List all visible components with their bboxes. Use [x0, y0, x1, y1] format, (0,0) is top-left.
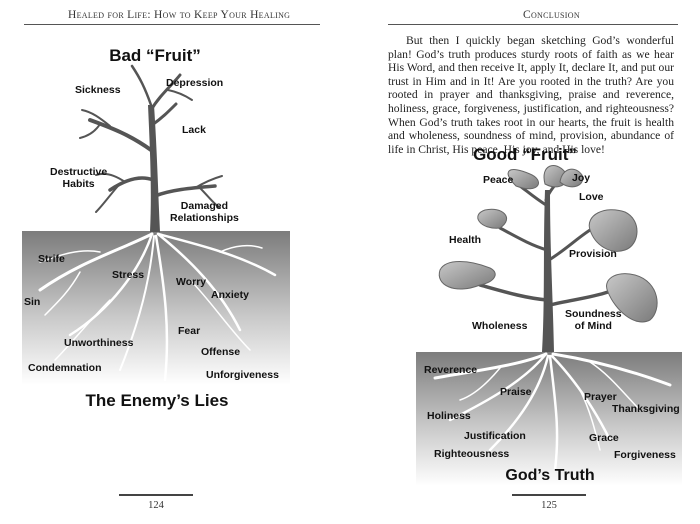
label-unforgiveness: Unforgiveness — [206, 369, 279, 381]
label-forgiveness: Forgiveness — [614, 449, 676, 461]
page-number-left: 124 — [148, 500, 164, 511]
label-offense: Offense — [201, 346, 241, 358]
running-head-left: Healed for Life: How to Keep Your Healin… — [68, 9, 291, 21]
label-health: Health — [449, 234, 482, 246]
folio-rule-left — [119, 494, 193, 496]
label-peace: Peace — [483, 174, 514, 186]
label-holiness: Holiness — [427, 410, 471, 422]
label-anxiety: Anxiety — [211, 289, 249, 301]
diagram-title-bad-fruit: Bad “Fruit” — [109, 46, 201, 65]
diagram-caption-enemys-lies: The Enemy’s Lies — [85, 391, 229, 410]
tree-branches — [79, 64, 223, 213]
label-righteousness: Righteousness — [434, 448, 510, 460]
label-fear: Fear — [178, 325, 201, 337]
good-tree-illustration — [416, 165, 682, 486]
label-sin: Sin — [24, 296, 41, 308]
label-grace: Grace — [589, 432, 619, 444]
label-unworthiness: Unworthiness — [64, 337, 134, 349]
tree-roots — [38, 232, 277, 382]
left-page: Healed for Life: How to Keep Your Healin… — [22, 9, 320, 511]
header-rule — [24, 24, 320, 25]
running-head-right: Conclusion — [523, 9, 580, 21]
right-page: Conclusion But then I quickly began sket… — [350, 0, 700, 524]
body-paragraph: But then I quickly began sketching God’s… — [388, 34, 674, 156]
tree-trunk — [148, 105, 160, 232]
folio-rule-right — [512, 494, 586, 496]
label-worry: Worry — [176, 276, 207, 288]
tree-roots — [433, 352, 672, 472]
label-soundness-of-mind: Soundness of Mind — [565, 308, 622, 332]
label-strife: Strife — [38, 253, 65, 265]
label-depression: Depression — [166, 77, 224, 89]
label-praise: Praise — [500, 386, 532, 398]
label-wholeness: Wholeness — [472, 320, 528, 332]
header-rule — [388, 24, 678, 25]
ground-panel — [22, 231, 290, 385]
label-damaged-relationships: Damaged Relationships — [170, 200, 239, 224]
diagram-title-good-fruit: Good “Fruit” — [473, 145, 577, 164]
label-destructive-habits: Destructive Habits — [50, 166, 108, 190]
label-condemnation: Condemnation — [28, 362, 102, 374]
label-thanksgiving: Thanksgiving — [612, 403, 680, 415]
diagram-caption-gods-truth: God’s Truth — [505, 467, 595, 484]
label-love: Love — [579, 191, 604, 203]
label-provision: Provision — [569, 248, 617, 260]
label-reverence: Reverence — [424, 364, 478, 376]
label-sickness: Sickness — [75, 84, 121, 96]
label-stress: Stress — [112, 269, 145, 281]
bad-tree-illustration — [22, 64, 290, 385]
label-lack: Lack — [182, 124, 206, 136]
tree-trunk — [542, 190, 554, 352]
label-justification: Justification — [464, 430, 526, 442]
label-joy: Joy — [572, 172, 591, 184]
tree-leaves — [438, 165, 658, 323]
page-number-right: 125 — [541, 500, 557, 511]
label-prayer: Prayer — [584, 391, 617, 403]
